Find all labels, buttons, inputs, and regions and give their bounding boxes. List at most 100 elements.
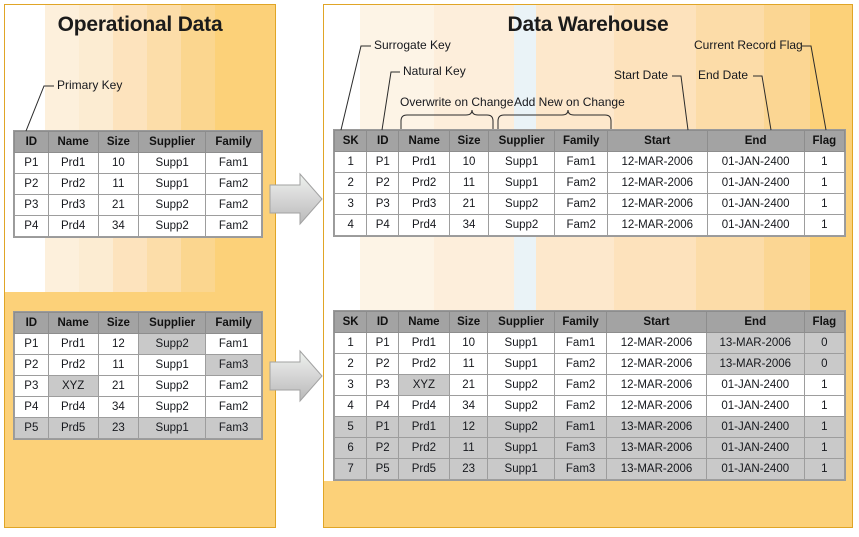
cell-id: P4 [14,215,49,237]
cell-size: 21 [97,375,140,397]
cell-sk: 1 [333,151,368,173]
column-header-name: Name [398,130,451,152]
column-header-start: Start [606,311,707,333]
cell-id: P2 [14,354,49,376]
cell-supplier: Supp2 [138,333,207,355]
cell-id: P1 [366,332,399,354]
cell-start: 12-MAR-2006 [606,353,707,375]
cell-sk: 3 [333,374,368,396]
cell-name: Prd5 [397,458,450,480]
cell-sk: 4 [333,395,368,417]
page-title-operational: Operational Data [57,13,223,36]
column-header-size: Size [97,131,140,153]
cell-end: 13-MAR-2006 [705,332,805,354]
cell-name: Prd1 [47,333,99,355]
cell-flag: 1 [803,214,846,236]
cell-flag: 0 [803,353,846,375]
callout-overwrite-on-change: Overwrite on Change [400,95,514,109]
cell-start: 12-MAR-2006 [606,332,707,354]
cell-name: Prd1 [398,151,451,173]
cell-id: P4 [14,396,49,418]
cell-supplier: Supp1 [138,152,207,174]
column-header-family: Family [205,131,262,153]
column-header-name: Name [397,311,450,333]
cell-family: Fam2 [205,173,262,195]
cell-flag: 1 [803,172,846,194]
cell-family: Fam3 [205,354,262,376]
callout-natural-key: Natural Key [403,64,466,78]
cell-id: P5 [14,417,49,439]
cell-supplier: Supp1 [487,437,555,459]
cell-name: Prd1 [397,416,450,438]
cell-end: 01-JAN-2400 [705,395,805,417]
cell-id: P5 [366,458,399,480]
cell-family: Fam2 [554,193,608,215]
column-header-supplier: Supplier [138,312,207,334]
column-header-flag: Flag [803,311,846,333]
cell-size: 23 [97,417,140,439]
column-header-id: ID [366,130,400,152]
column-header-name: Name [47,131,99,153]
cell-size: 11 [97,354,140,376]
cell-flag: 1 [803,395,846,417]
cell-id: P2 [14,173,49,195]
column-header-size: Size [97,312,140,334]
cell-id: P2 [366,172,400,194]
column-header-size: Size [449,130,489,152]
column-header-supplier: Supplier [487,130,556,152]
cell-family: Fam2 [554,214,608,236]
cell-end: 01-JAN-2400 [705,416,805,438]
cell-supplier: Supp2 [487,374,555,396]
column-header-id: ID [366,311,399,333]
cell-id: P3 [14,194,49,216]
cell-id: P3 [366,193,400,215]
cell-name: Prd5 [47,417,99,439]
cell-supplier: Supp2 [138,194,207,216]
cell-supplier: Supp1 [487,151,556,173]
flow-arrow-top [269,172,323,226]
cell-sk: 7 [333,458,368,480]
column-header-sk: SK [333,130,368,152]
cell-flag: 0 [803,332,846,354]
cell-id: P2 [366,353,399,375]
cell-name: Prd1 [397,332,450,354]
callout-primary-key: Primary Key [57,78,123,92]
cell-size: 12 [448,416,489,438]
cell-size: 10 [448,332,489,354]
cell-start: 13-MAR-2006 [606,458,707,480]
column-header-family: Family [554,130,608,152]
cell-size: 21 [97,194,140,216]
cell-family: Fam2 [554,172,608,194]
cell-sk: 5 [333,416,368,438]
cell-end: 13-MAR-2006 [705,353,805,375]
cell-size: 10 [97,152,140,174]
callout-start-date: Start Date [614,68,669,82]
cell-flag: 1 [803,437,846,459]
cell-name: Prd4 [47,215,99,237]
cell-size: 34 [97,215,140,237]
cell-sk: 2 [333,353,368,375]
cell-sk: 4 [333,214,368,236]
callout-add-new-on-change: Add New on Change [514,95,625,109]
